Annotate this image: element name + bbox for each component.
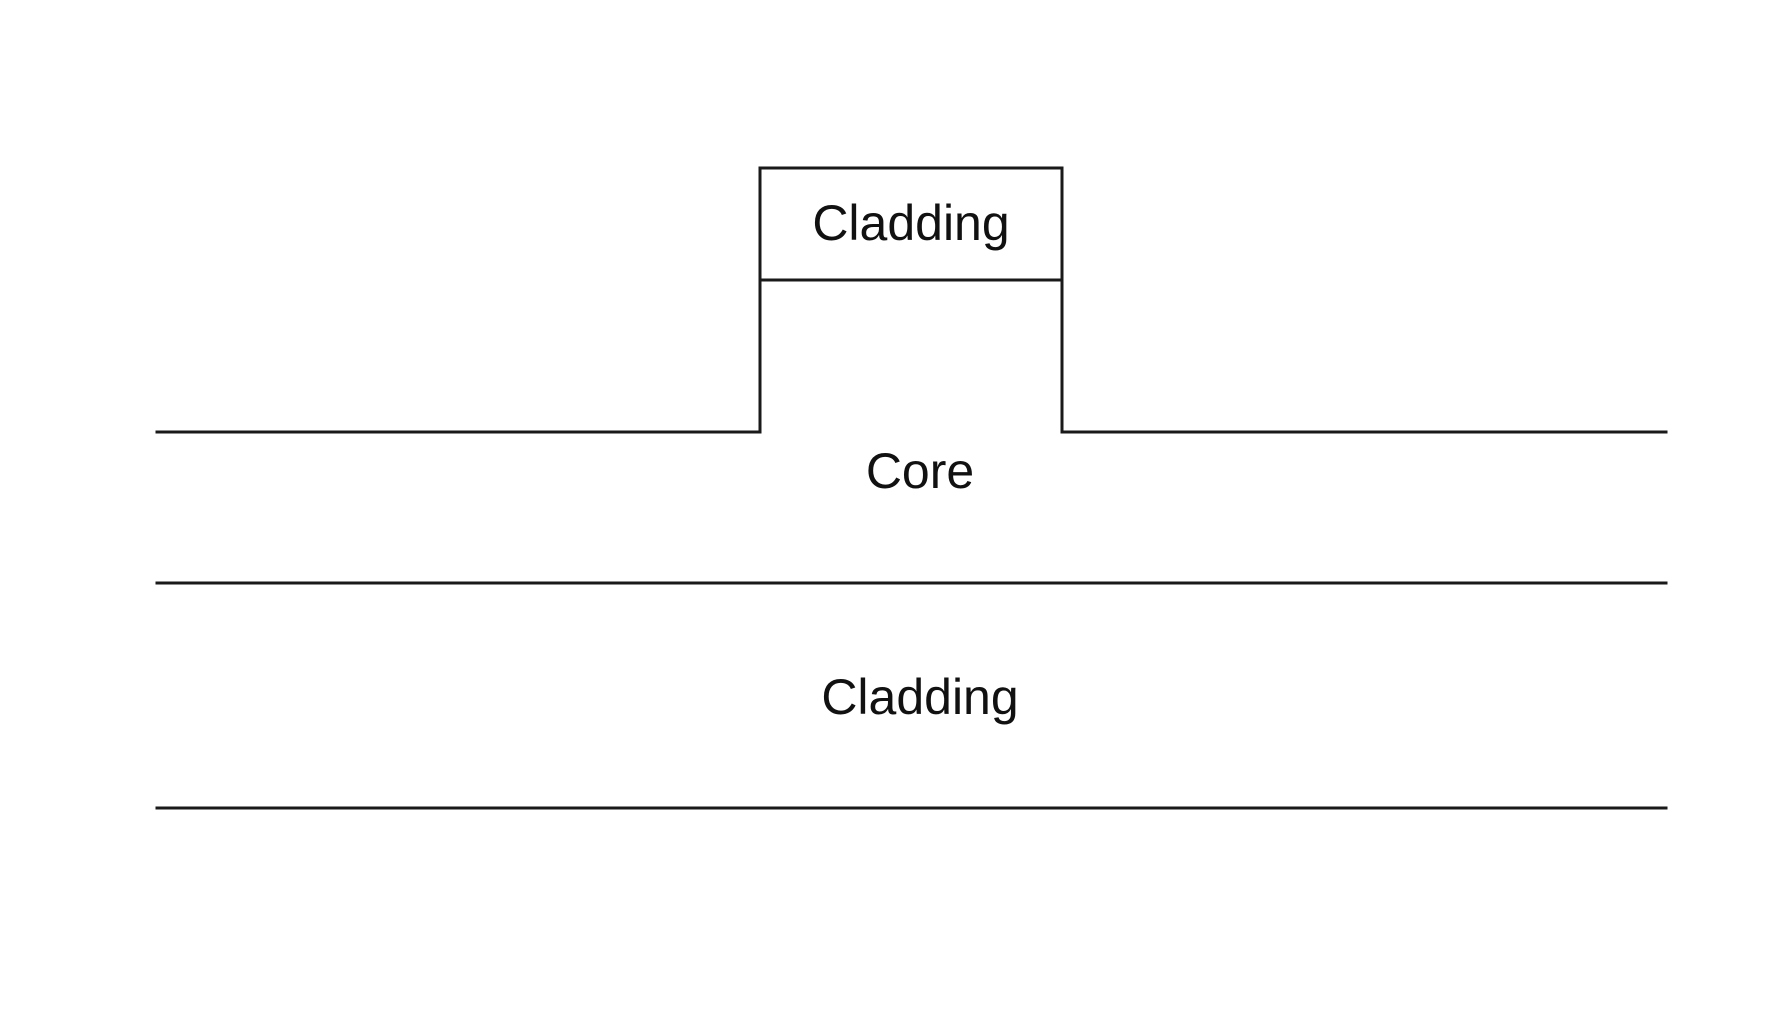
lower-cladding-label: Cladding [821,669,1018,725]
rib-cladding-label: Cladding [812,195,1009,251]
core-rib-outline [157,280,1666,432]
core-label: Core [866,443,974,499]
